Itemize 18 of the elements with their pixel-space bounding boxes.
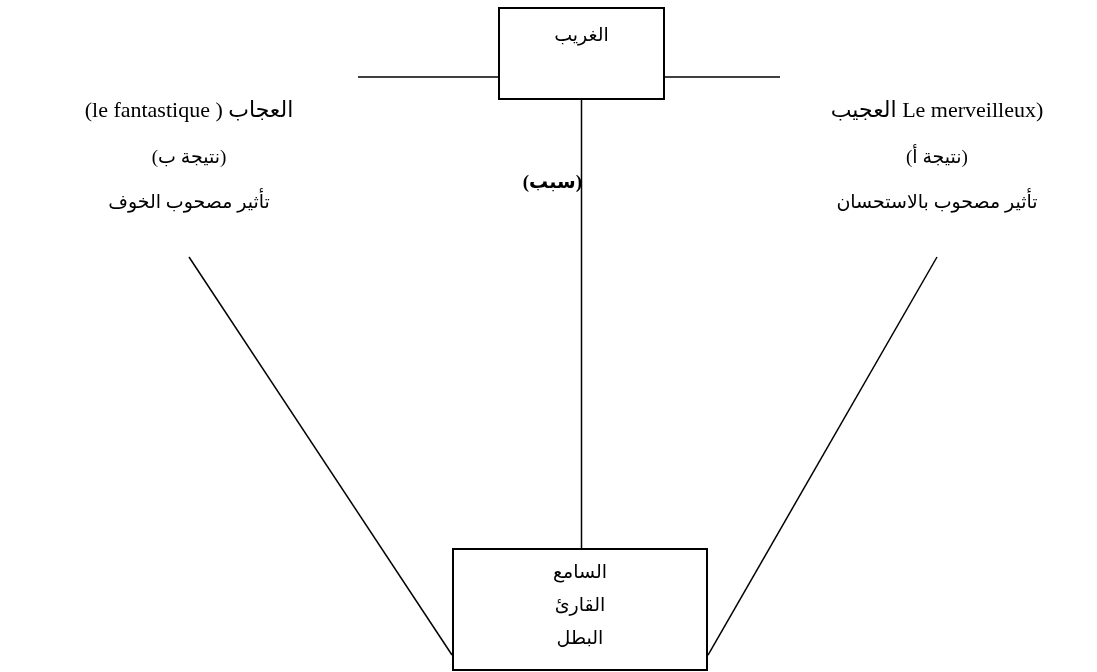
node-text: تأثير مصحوب بالاستحسان bbox=[836, 190, 1038, 213]
text-box bbox=[498, 7, 665, 100]
node-text: (نتيجة ب) bbox=[151, 145, 227, 168]
connector-line bbox=[188, 256, 453, 656]
connector-line bbox=[707, 256, 938, 656]
text-box bbox=[452, 548, 708, 671]
connector-line bbox=[580, 99, 583, 549]
node-text: تأثير مصحوب الخوف bbox=[108, 190, 270, 213]
cause-label: (سبب) bbox=[522, 170, 582, 193]
node-text: العجيب Le merveilleux) bbox=[830, 97, 1044, 123]
connector-line bbox=[357, 76, 499, 78]
node-text: الغريب bbox=[554, 23, 609, 46]
node-text: (le fantastique ) العجاب bbox=[84, 97, 294, 123]
node-text: القارئ bbox=[554, 593, 606, 616]
node-text: (نتيجة أ) bbox=[906, 145, 968, 168]
node-text: البطل bbox=[556, 626, 604, 649]
connector-line bbox=[664, 76, 781, 78]
node-text: السامع bbox=[552, 560, 608, 583]
